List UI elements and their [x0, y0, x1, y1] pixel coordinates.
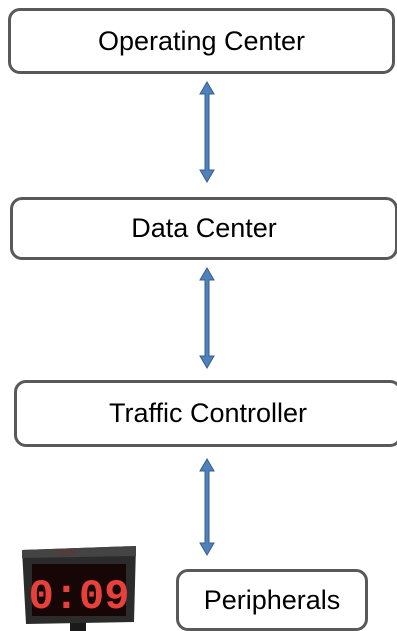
- operating-center-box: Operating Center: [8, 8, 395, 74]
- arrow-traffic-peripherals: [199, 458, 215, 556]
- svg-text:HOH: HOH: [58, 549, 76, 560]
- peripherals-label: Peripherals: [203, 584, 341, 615]
- arrow-operating-data: [199, 81, 215, 183]
- data-center-box: Data Center: [10, 197, 397, 260]
- traffic-controller-box: Traffic Controller: [14, 380, 397, 447]
- display-digits: 0:09: [29, 573, 130, 621]
- countdown-display-image: HOH 0:09: [22, 546, 136, 631]
- arrow-data-traffic: [199, 267, 215, 369]
- traffic-controller-label: Traffic Controller: [108, 398, 308, 428]
- data-center-label: Data Center: [131, 213, 277, 243]
- operating-center-label: Operating Center: [97, 25, 306, 56]
- peripherals-box: Peripherals: [176, 569, 368, 631]
